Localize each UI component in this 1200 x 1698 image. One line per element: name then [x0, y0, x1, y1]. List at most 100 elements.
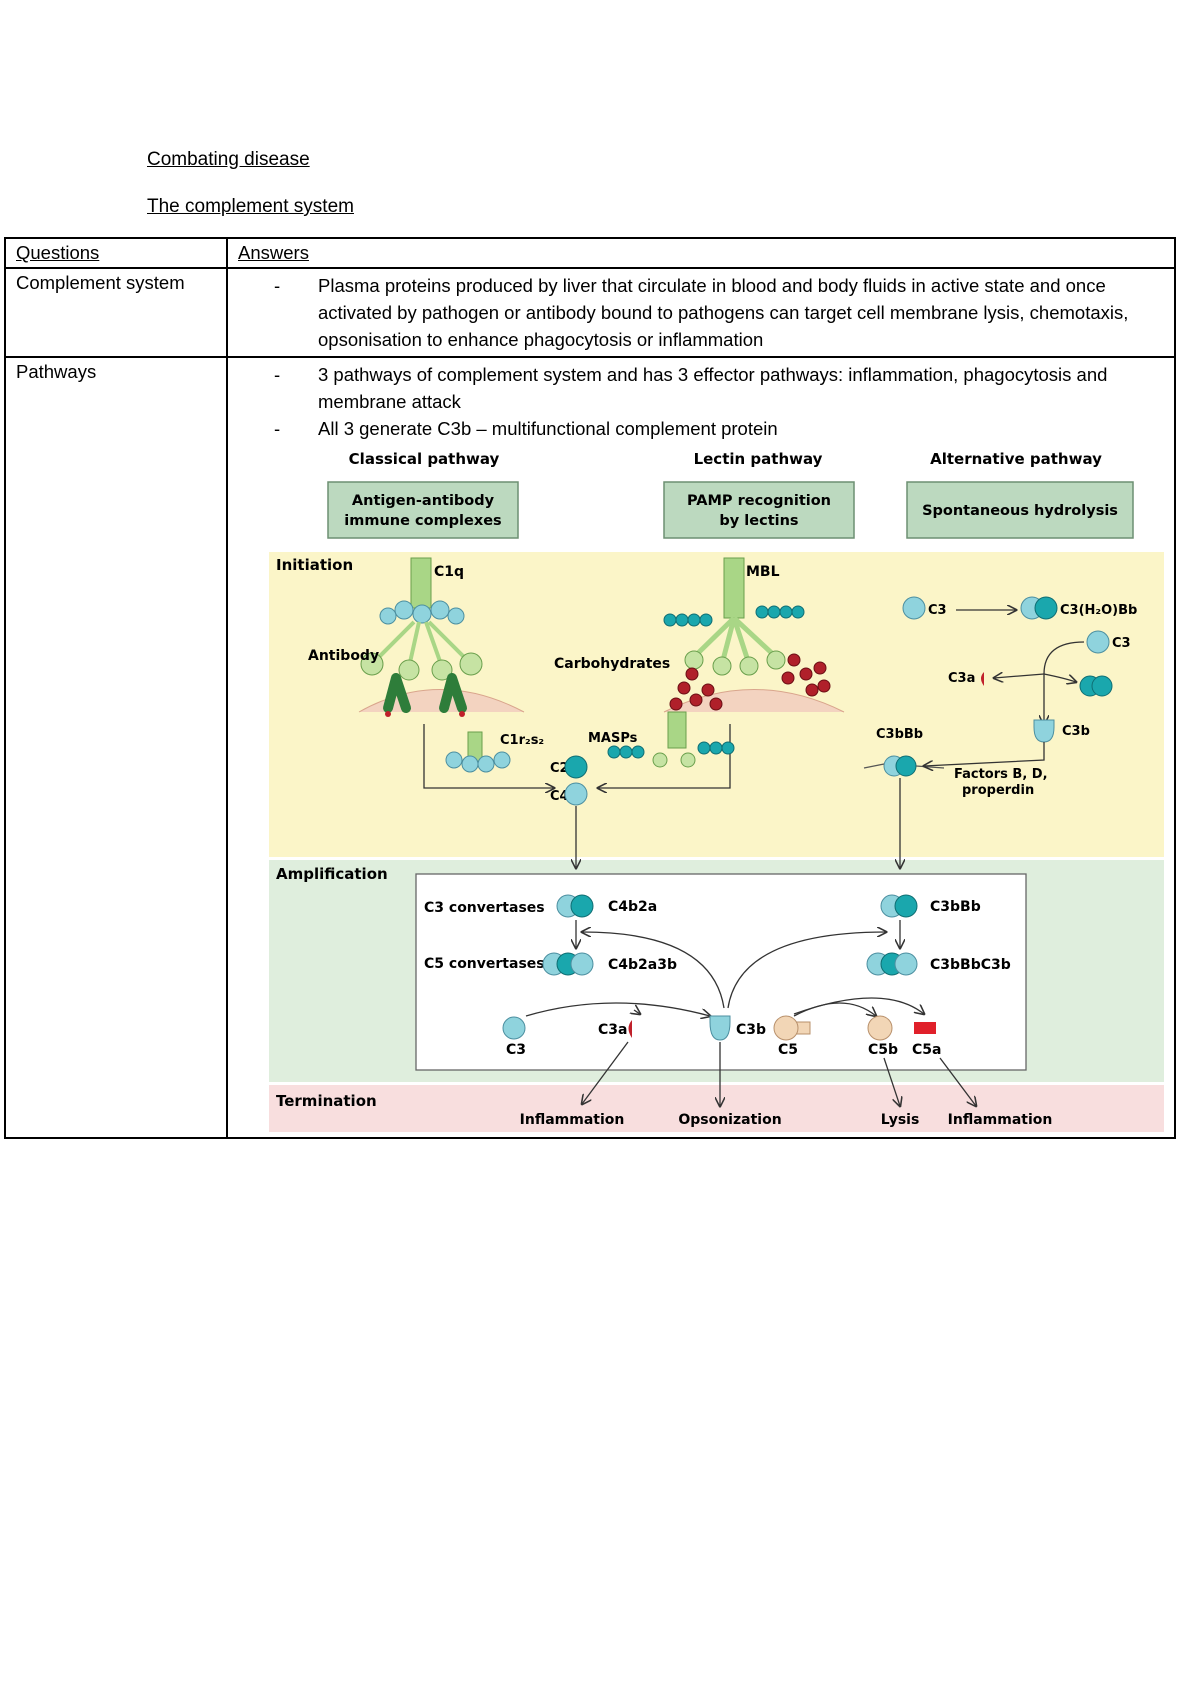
question-cell: Complement system	[4, 267, 228, 358]
c3h2obb-label: C3(H₂O)Bb	[1060, 603, 1137, 618]
c4-label: C4	[550, 789, 569, 804]
bb-icon	[1034, 596, 1058, 620]
lectin-trigger-line1: PAMP recognition	[687, 493, 831, 509]
answers-header: Answers	[226, 237, 1176, 269]
outcome-lysis: Lysis	[881, 1112, 920, 1128]
outcome-inflammation-1: Inflammation	[520, 1112, 625, 1128]
c3-alt-label: C3	[928, 603, 947, 618]
outcome-opsonization: Opsonization	[678, 1112, 781, 1128]
qa-table: Questions Answers Complement system Plas…	[4, 237, 1176, 1139]
c3b-icon-c5-2	[894, 952, 918, 976]
c5a-inflammation-arrow	[939, 1057, 976, 1106]
masps-icon	[607, 711, 735, 768]
factors-label-2: properdin	[962, 783, 1034, 798]
c3b-bound-icon	[570, 952, 594, 976]
c4b2a3b-label: C4b2a3b	[608, 957, 677, 973]
answer-list: 3 pathways of complement system and has …	[238, 361, 1164, 442]
lectin-trigger-line2: by lectins	[719, 513, 798, 529]
c3-alt-icon	[902, 596, 926, 620]
complement-diagram: Classical pathway Lectin pathway Alterna…	[269, 450, 1164, 1132]
c3-icon	[502, 1016, 526, 1040]
alternative-trigger-box	[906, 481, 1134, 539]
masps-label: MASPs	[588, 731, 638, 746]
table-row: Complement system Plasma proteins produc…	[4, 267, 1176, 358]
c3a-release-arrow	[994, 674, 1045, 678]
classical-pathway-title: Classical pathway	[349, 450, 500, 468]
antibody-label: Antibody	[308, 648, 379, 664]
c5-cleavage-arrow-a	[793, 997, 924, 1014]
answer-cell: 3 pathways of complement system and has …	[226, 356, 1176, 1139]
outcome-inflammation-2: Inflammation	[948, 1112, 1053, 1128]
c1r2s2-icon	[445, 731, 511, 773]
c2a-icon	[570, 894, 594, 918]
termination-band	[269, 1085, 1164, 1132]
mbl-icon	[663, 557, 805, 676]
c3a-label: C3a	[598, 1022, 627, 1038]
c3-alt2-label: C3	[1112, 636, 1131, 651]
factors-label-1: Factors B, D,	[954, 767, 1048, 782]
c5-icon	[773, 1015, 799, 1041]
c3a-split-arrow	[634, 1010, 640, 1014]
c1q-label: C1q	[434, 564, 464, 580]
carbohydrates-label: Carbohydrates	[554, 656, 670, 672]
c5-convertases-label: C5 convertases	[424, 956, 545, 972]
c1r2s2-label: C1r₂s₂	[500, 733, 544, 748]
c3a-icon	[628, 1020, 632, 1038]
alternative-pathway-title: Alternative pathway	[930, 450, 1102, 468]
c1q-complex-icon	[360, 557, 483, 681]
c5-label: C5	[778, 1042, 798, 1058]
questions-header: Questions	[4, 237, 228, 269]
c3b-alt-label: C3b	[1062, 724, 1090, 739]
c3-alt2-icon	[1086, 630, 1110, 654]
antibody-icon	[383, 673, 467, 717]
amplification-label: Amplification	[276, 865, 388, 883]
alternative-trigger-text: Spontaneous hydrolysis	[922, 503, 1118, 519]
complement-pathway-figure: Classical pathway Lectin pathway Alterna…	[264, 442, 1164, 1137]
c2-label: C2	[550, 761, 569, 776]
lectin-pathway-title: Lectin pathway	[694, 450, 823, 468]
lysis-arrow	[883, 1057, 900, 1106]
lectin-trigger-box	[663, 481, 855, 539]
c3-label: C3	[506, 1042, 526, 1058]
answer-cell: Plasma proteins produced by liver that c…	[226, 267, 1176, 358]
c4-icon	[564, 782, 588, 806]
answer-item: Plasma proteins produced by liver that c…	[274, 272, 1164, 353]
c5b-label: C5b	[868, 1042, 898, 1058]
carbohydrates-icon	[669, 653, 831, 711]
c3bbb-alt-icon-2	[895, 755, 917, 777]
termination-label: Termination	[276, 1092, 377, 1110]
factor-assembly-arrow	[924, 742, 1045, 766]
cleavage-arrow	[1044, 641, 1085, 724]
c3bbb-alt-label: C3bBb	[876, 727, 923, 742]
c3b-alt-icon	[1033, 719, 1055, 743]
answer-list: Plasma proteins produced by liver that c…	[238, 272, 1164, 353]
c3-convertases-label: C3 convertases	[424, 900, 545, 916]
c3b-feedback-left	[582, 932, 725, 1009]
c3b-label: C3b	[736, 1022, 766, 1038]
answer-item: All 3 generate C3b – multifunctional com…	[274, 415, 1164, 442]
released-complex-icon-2	[1091, 675, 1113, 697]
classical-trigger-box	[327, 481, 519, 539]
c5a-label: C5a	[912, 1042, 941, 1058]
c3bbb-label: C3bBb	[930, 899, 981, 915]
initiation-label: Initiation	[276, 556, 353, 574]
table-header-row: Questions Answers	[4, 237, 1176, 269]
table-row: Pathways 3 pathways of complement system…	[4, 356, 1176, 1139]
classical-trigger-line1: Antigen-antibody	[352, 493, 495, 509]
document-title: Combating disease	[147, 149, 310, 170]
c3-cleavage-arrow	[525, 1002, 710, 1016]
c4b2a-label: C4b2a	[608, 899, 657, 915]
bb-icon-alt-amp	[894, 894, 918, 918]
c3a-alt-icon	[981, 672, 984, 686]
c3b-icon	[709, 1015, 731, 1041]
c5a-icon	[914, 1022, 936, 1034]
c3a-inflammation-arrow	[582, 1041, 629, 1104]
complex-return-arrow	[1043, 673, 1076, 682]
question-cell: Pathways	[4, 356, 228, 1139]
c2-icon	[564, 755, 588, 779]
c3b-feedback-right	[727, 932, 886, 1009]
mbl-label: MBL	[746, 564, 780, 580]
section-title: The complement system	[147, 196, 354, 217]
c3a-alt-label: C3a	[948, 671, 975, 686]
classical-trigger-line2: immune complexes	[344, 513, 501, 529]
